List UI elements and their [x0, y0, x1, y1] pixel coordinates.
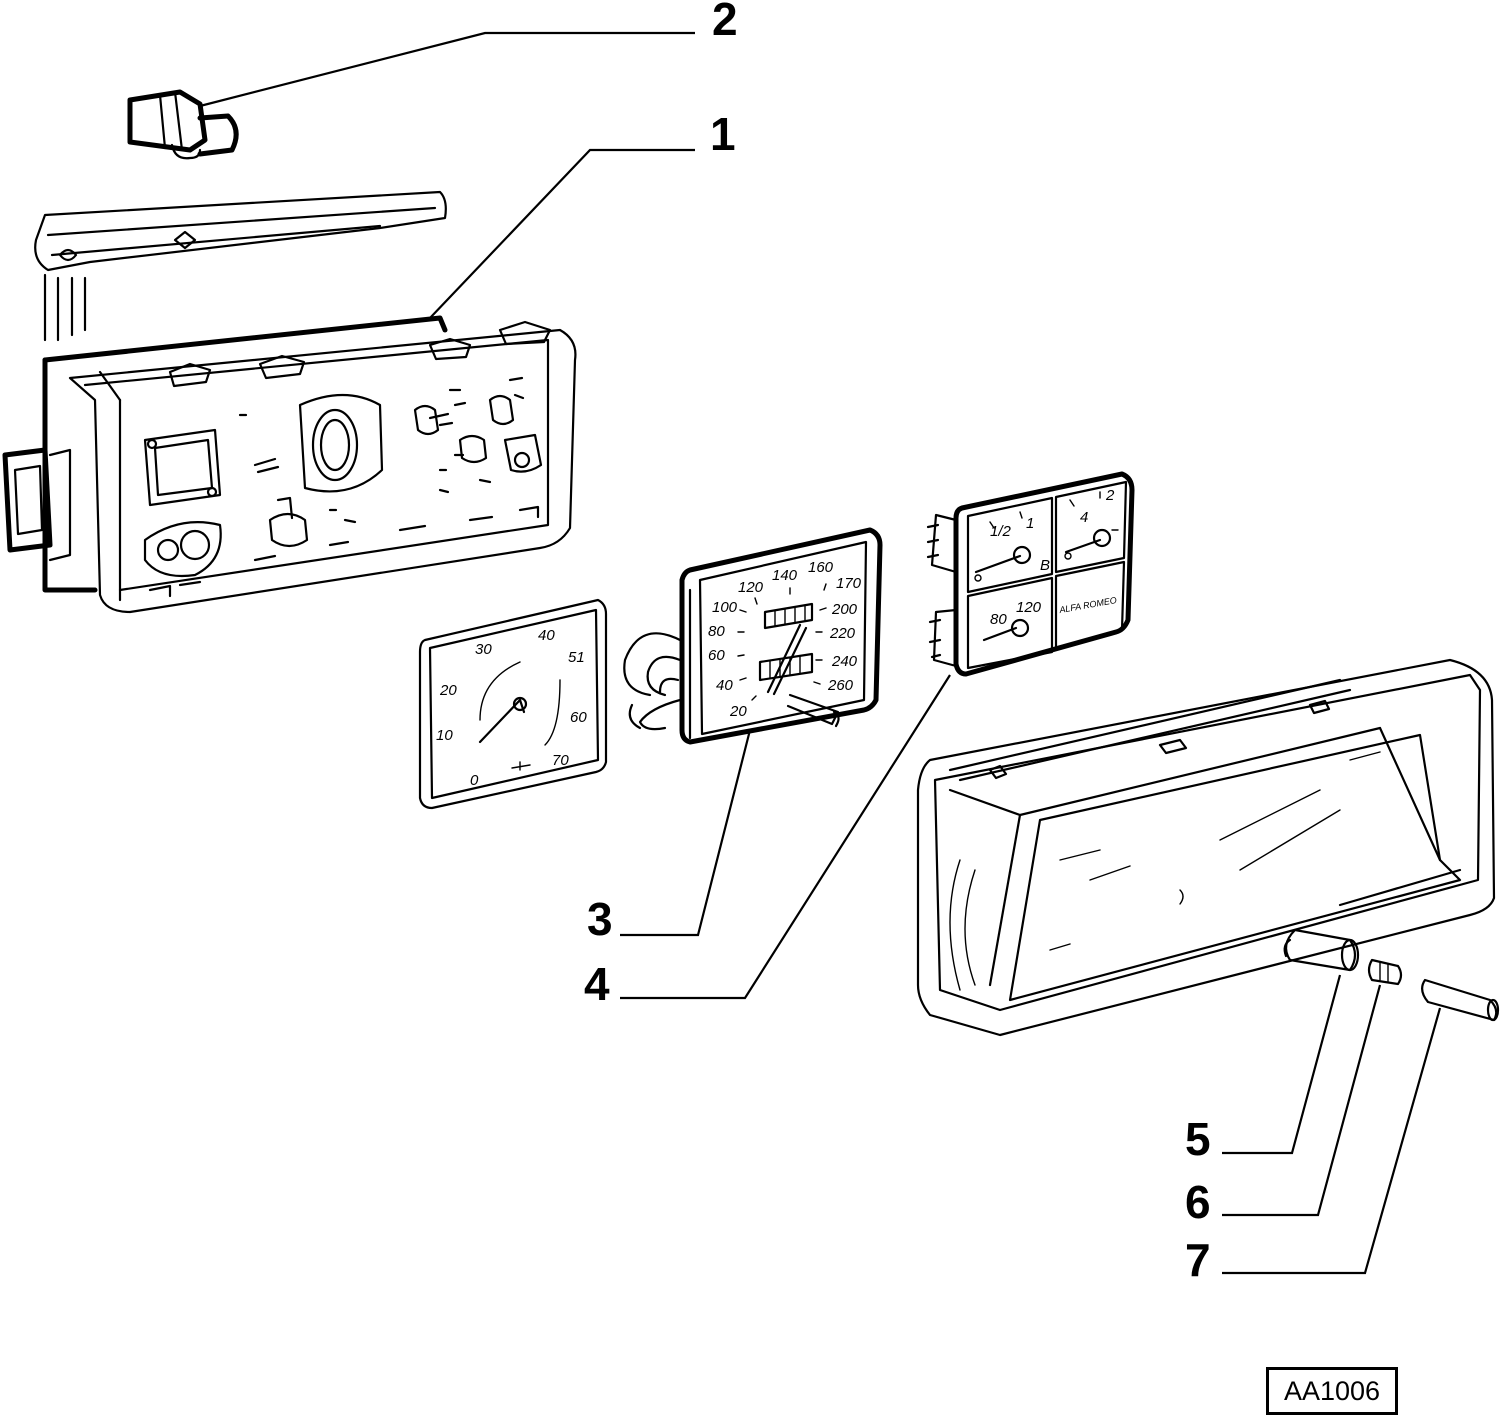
gauge-label-two: 2: [1105, 487, 1115, 504]
speed-tick-40: 40: [716, 677, 733, 694]
drawing-reference: AA1006: [1266, 1367, 1398, 1415]
part-2-bulb-holder: [127, 89, 239, 160]
gauge-label-half: 1/2: [990, 523, 1012, 540]
part-4-combination-gauge: 1/2 1 4 2 B 80 120 ALFA ROMEO: [926, 471, 1135, 677]
leader-lines: [199, 31, 1442, 1275]
speed-tick-120: 120: [738, 579, 764, 596]
part-3-speedometer: 20 40 60 80 100 120 140 160 170 200 220 …: [623, 527, 883, 745]
speed-tick-80: 80: [708, 623, 725, 640]
speed-tick-160: 160: [808, 559, 834, 576]
clock-tick-30: 30: [475, 641, 492, 658]
callout-6: 6: [1185, 1176, 1211, 1228]
gauge-label-80: 80: [990, 611, 1007, 628]
front-lens-bezel: [916, 658, 1496, 1037]
speed-tick-200: 200: [831, 601, 858, 618]
speed-tick-260: 260: [827, 677, 854, 694]
gauge-label-one: 1: [1026, 515, 1034, 532]
clock-tick-40: 40: [538, 627, 555, 644]
speed-tick-60: 60: [708, 647, 725, 664]
part-6-lamp-socket: [1367, 958, 1403, 986]
callout-2: 2: [712, 0, 738, 45]
part-7-wedge-bulb: [1421, 978, 1500, 1022]
speed-tick-20: 20: [729, 703, 747, 720]
speed-tick-100: 100: [712, 599, 738, 616]
speed-tick-140: 140: [772, 567, 798, 584]
clock-tick-0: 0: [470, 772, 479, 789]
callout-4: 4: [584, 958, 610, 1010]
speed-tick-220: 220: [829, 625, 856, 642]
speed-tick-240: 240: [831, 653, 858, 670]
clock-tick-20: 20: [439, 682, 457, 699]
callout-1: 1: [710, 108, 736, 160]
clock-tick-60: 60: [570, 709, 587, 726]
part-1-cluster-housing: [2, 190, 577, 614]
clock-tick-10: 10: [436, 727, 453, 744]
speed-tick-170: 170: [836, 575, 862, 592]
callout-7: 7: [1185, 1234, 1211, 1286]
gauge-label-120: 120: [1016, 599, 1042, 616]
gauge-brand: ALFA ROMEO: [1058, 595, 1118, 615]
clock-tick-51: 51: [568, 649, 585, 666]
callout-3: 3: [587, 893, 613, 945]
gauge-label-b: B: [1040, 557, 1050, 574]
gauge-label-four: 4: [1080, 509, 1088, 526]
callout-5: 5: [1185, 1113, 1211, 1165]
part-5-bulb: [1283, 928, 1360, 972]
clock-dial: 10 20 30 40 51 60 70 0: [418, 598, 608, 810]
clock-tick-70: 70: [552, 752, 569, 769]
